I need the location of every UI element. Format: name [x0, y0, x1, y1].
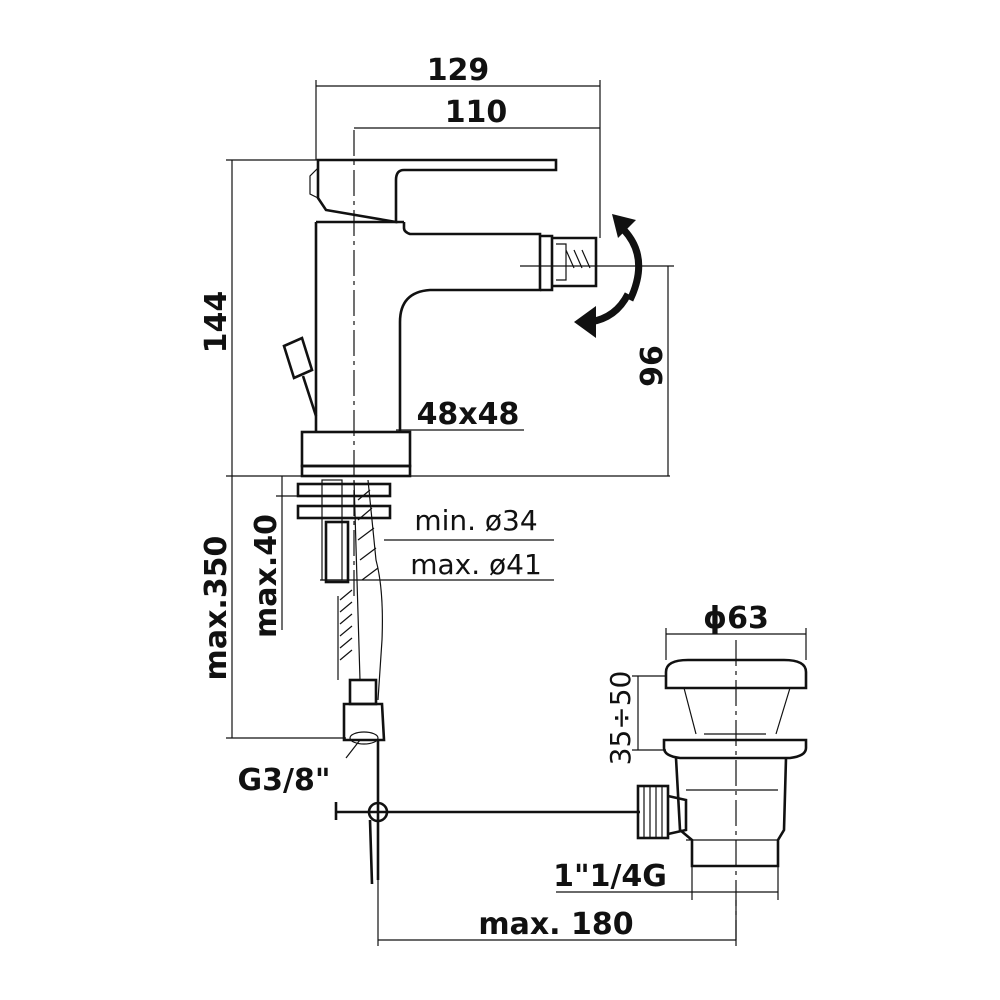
popup-knob	[282, 336, 318, 417]
label-phi63: ϕ63	[703, 601, 769, 636]
waste-assembly	[636, 640, 808, 940]
waste-plug-stem	[683, 687, 791, 735]
lever-cap	[309, 167, 319, 199]
popup-rod-assembly	[334, 740, 640, 885]
hose-thread	[349, 731, 379, 745]
faucet-body	[282, 130, 598, 600]
label-max-350: max.350	[199, 536, 234, 681]
fixing-nut	[324, 520, 350, 584]
gland-boss	[667, 794, 688, 836]
hose-nut	[342, 702, 386, 742]
double-rotation-arrow-icon	[574, 214, 643, 338]
gland-ribs	[643, 786, 663, 838]
base-plate	[300, 464, 412, 478]
body-outline	[314, 220, 404, 432]
label-96: 96	[635, 345, 670, 387]
spout-outline	[398, 222, 542, 432]
washer-bottom	[296, 504, 392, 520]
base-collar	[300, 430, 412, 468]
label-hole-max: max. ø41	[410, 548, 542, 581]
rod-gland	[636, 784, 670, 840]
label-48x48: 48x48	[417, 397, 520, 432]
label-max-40: max.40	[249, 514, 284, 638]
braided-hose	[337, 479, 383, 701]
hose-braid-pattern	[339, 489, 379, 661]
waste-body	[674, 757, 788, 868]
washer-top	[296, 482, 392, 498]
label-max-180: max. 180	[478, 907, 633, 942]
nozzle-detail	[556, 243, 591, 281]
waste-cap	[664, 658, 808, 690]
nozzle-swivel	[552, 236, 598, 288]
label-110: 110	[445, 95, 508, 130]
label-g38: G3/8"	[238, 763, 331, 798]
label-hole-min: min. ø34	[414, 504, 537, 537]
waste-flange	[662, 738, 808, 760]
label-144: 144	[199, 291, 234, 354]
dim-g38-leader	[345, 739, 361, 759]
under-deck-fixing	[296, 479, 392, 745]
dimension-lines	[226, 80, 807, 946]
label-129: 129	[427, 53, 490, 88]
label-thread: 1"1/4G	[553, 859, 667, 894]
nozzle-ring	[540, 234, 554, 292]
vertical-rod-b	[368, 819, 374, 885]
label-35-50: 35÷50	[604, 671, 637, 766]
hose-ferrule	[348, 678, 378, 706]
lever-handle	[316, 158, 558, 224]
